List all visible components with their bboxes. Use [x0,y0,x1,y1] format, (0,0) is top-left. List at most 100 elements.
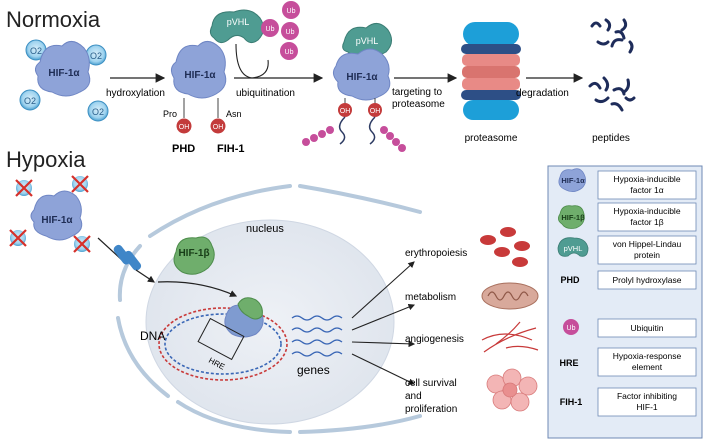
svg-text:HIF-1α: HIF-1α [346,72,378,83]
svg-text:factor 1β: factor 1β [630,217,663,227]
svg-text:von Hippel-Lindau: von Hippel-Lindau [613,239,682,249]
proteasome-label: proteasome [465,133,518,144]
pro-label: Pro [163,109,177,119]
hre-box [197,317,245,361]
nucleus-label: nucleus [246,223,284,235]
ub-molecule: Ub [282,1,300,19]
hif1a-hydroxylated: HIF-1α [170,41,227,99]
svg-text:HIF-1: HIF-1 [636,402,658,412]
asn-label: Asn [226,109,242,119]
normoxia-title: Normoxia [6,7,101,32]
legend-item-phd: PHD Prolyl hydroxylase [560,270,697,290]
svg-text:Ubiquitin: Ubiquitin [630,323,663,333]
red-blood-cells-icon [480,227,530,267]
svg-text:FIH-1: FIH-1 [560,397,583,407]
svg-text:O2: O2 [92,107,104,117]
hif1a-protein: HIF-1α [34,41,91,97]
svg-text:HIF-1α: HIF-1α [48,68,80,79]
svg-text:OH: OH [340,108,351,115]
svg-text:pVHL: pVHL [356,36,379,46]
svg-text:OH: OH [370,108,381,115]
pvhl-hif1a-complex: pVHL HIF-1α [332,23,392,101]
legend-item-pvhl: pVHL von Hippel-Lindau protein [557,235,697,265]
targeting-label-line1: targeting to [392,87,442,98]
peptide-fragments [588,18,636,112]
outcome-and: and [405,391,422,402]
svg-text:Factor inhibiting: Factor inhibiting [617,391,677,401]
svg-text:Ub: Ub [285,49,294,56]
svg-text:HIF-1β: HIF-1β [178,248,209,259]
ub-molecule: Ub [261,19,279,37]
svg-text:HIF-1β: HIF-1β [561,213,585,222]
cell-membrane [116,184,422,434]
mitochondrion-icon [481,282,539,310]
o2-molecule: O2 [87,100,109,122]
outcome-cell-survival: cell survival [405,378,457,389]
svg-text:HIF-1α: HIF-1α [41,215,73,226]
targeting-label-line2: proteasome [392,99,445,110]
svg-text:PHD: PHD [560,275,580,285]
phd-label: PHD [172,143,195,155]
gene-transcripts [291,315,343,357]
cell-cluster-icon [486,368,538,412]
oh-group: OH [210,118,226,134]
svg-text:Prolyl hydroxylase: Prolyl hydroxylase [613,275,682,285]
o2-absent-marker [71,175,89,193]
svg-text:O2: O2 [24,96,36,106]
fih1-label: FIH-1 [217,143,245,155]
degradation-label: degradation [516,88,569,99]
o2-molecule: O2 [19,89,41,111]
o2-absent-marker [15,179,33,197]
hif1-complex-on-dna [224,297,264,338]
hif1b-protein: HIF-1β [173,236,215,275]
proteasome [461,22,521,120]
outcome-angiogenesis: angiogenesis [405,334,464,345]
genes-label: genes [297,363,330,377]
outcome-erythropoiesis: erythropoiesis [405,248,467,259]
ub-chain [302,116,406,152]
blood-vessels-icon [481,321,539,353]
svg-text:O2: O2 [90,51,102,61]
svg-text:HIF-1α: HIF-1α [184,70,216,81]
svg-text:Hypoxia-inducible: Hypoxia-inducible [613,174,680,184]
peptides-label: peptides [592,133,630,144]
svg-text:element: element [632,362,663,372]
ub-molecule: Ub [280,42,298,60]
hif1a-protein-hypoxia: HIF-1α [30,190,83,241]
svg-text:Hypoxia-inducible: Hypoxia-inducible [613,206,680,216]
legend-item-hif1b: HIF-1β Hypoxia-inducible factor 1β [558,202,697,232]
svg-text:Hypoxia-response: Hypoxia-response [613,351,682,361]
oh-group: OH [176,118,192,134]
svg-text:OH: OH [179,124,190,131]
oh-group: OH [338,103,352,117]
hypoxia-title: Hypoxia [6,147,86,172]
svg-text:Ub: Ub [286,29,295,36]
dna-ring [158,307,288,381]
legend-item-hif1a: HIF-1α Hypoxia-inducible factor 1α [558,168,697,200]
o2-absent-marker [9,229,27,247]
svg-text:pVHL: pVHL [227,17,250,27]
outcome-proliferation: proliferation [405,404,457,415]
oh-group: OH [368,103,382,117]
svg-text:O2: O2 [30,46,42,56]
dna-label: DNA [140,329,165,343]
svg-text:protein: protein [634,250,660,260]
svg-text:HRE: HRE [559,358,578,368]
ub-molecule: Ub [281,22,299,40]
svg-text:pVHL: pVHL [564,244,583,253]
svg-text:HIF-1α: HIF-1α [561,176,585,185]
membrane-channel [113,244,142,271]
svg-text:Ub: Ub [266,26,275,33]
svg-text:OH: OH [213,124,224,131]
ubiquitination-label: ubiquitination [236,88,295,99]
hydroxylation-label: hydroxylation [106,88,165,99]
o2-absent-marker [73,235,91,253]
pvhl-protein: pVHL [209,9,264,44]
legend-item-hre: HRE Hypoxia-response element [559,347,697,377]
svg-text:Ub: Ub [567,325,576,332]
svg-text:Ub: Ub [287,8,296,15]
legend-item-ub: Ub Ubiquitin [563,318,697,338]
outcome-metabolism: metabolism [405,292,456,303]
